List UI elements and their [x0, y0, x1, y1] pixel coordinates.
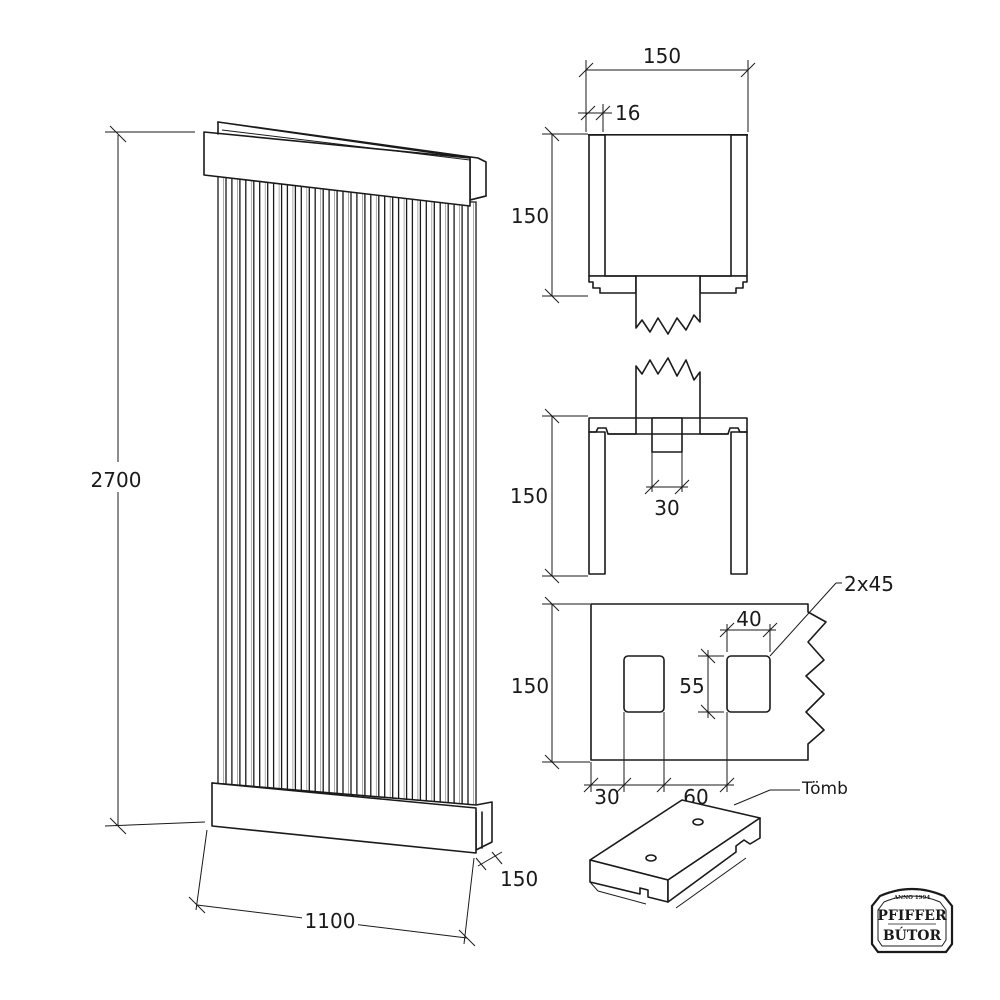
- width-dimension: 1100: [188, 829, 476, 947]
- vertical-rod: [453, 199, 463, 806]
- top-width-label: 150: [643, 44, 681, 68]
- height-dimension: 2700: [86, 125, 206, 835]
- vertical-rod: [425, 196, 435, 803]
- logo-line2: BÚTOR: [883, 926, 942, 944]
- brand-logo: ANNO 1994 PFIFFER BÚTOR: [870, 887, 954, 954]
- slot-width-label: 30: [654, 496, 679, 520]
- vertical-rod: [272, 178, 283, 790]
- vertical-rod: [397, 193, 408, 801]
- vertical-rod: [411, 194, 422, 802]
- hole-width-label: 40: [736, 607, 761, 631]
- elevation-view: 2700 1100: [86, 121, 538, 947]
- vertical-rod: [259, 176, 269, 789]
- block-3d-view: Tömb: [589, 779, 848, 909]
- block-detail-view: 150 40 55 2x45 30 60: [510, 572, 894, 809]
- vertical-rod: [286, 179, 297, 791]
- chamfer-note: 2x45: [844, 572, 894, 596]
- vertical-rod: [384, 191, 394, 800]
- vertical-rod: [342, 186, 352, 796]
- block-height-label: 150: [511, 674, 549, 698]
- block-label: Tömb: [801, 779, 848, 799]
- logo-arc-text: ANNO 1994: [893, 895, 931, 901]
- vertical-rod: [300, 181, 310, 792]
- top-height-label: 150: [511, 204, 549, 228]
- vertical-rod: [356, 188, 366, 797]
- vertical-rods: [217, 171, 477, 807]
- vertical-rod: [370, 189, 380, 799]
- width-label: 1100: [305, 909, 356, 933]
- vertical-rod: [245, 174, 255, 788]
- depth-dimension: 150: [475, 851, 538, 891]
- vertical-rod: [314, 183, 324, 794]
- wall-thickness-label: 16: [615, 101, 640, 125]
- hole-height-label: 55: [679, 674, 704, 698]
- depth-label: 150: [500, 867, 538, 891]
- top-rail: [203, 121, 487, 207]
- vertical-rod: [328, 184, 338, 795]
- vertical-rod: [439, 198, 449, 805]
- logo-line1: PFIFFER: [877, 908, 947, 924]
- bottom-section-view: 150 30: [508, 357, 748, 584]
- edge-offset-label: 30: [594, 785, 619, 809]
- vertical-rod: [467, 201, 477, 807]
- bottom-height-label: 150: [510, 484, 548, 508]
- vertical-rod: [217, 171, 227, 785]
- bottom-rail: [211, 782, 493, 854]
- vertical-rod: [231, 173, 241, 786]
- height-label: 2700: [91, 468, 142, 492]
- top-section-view: 150 16 150: [510, 44, 756, 335]
